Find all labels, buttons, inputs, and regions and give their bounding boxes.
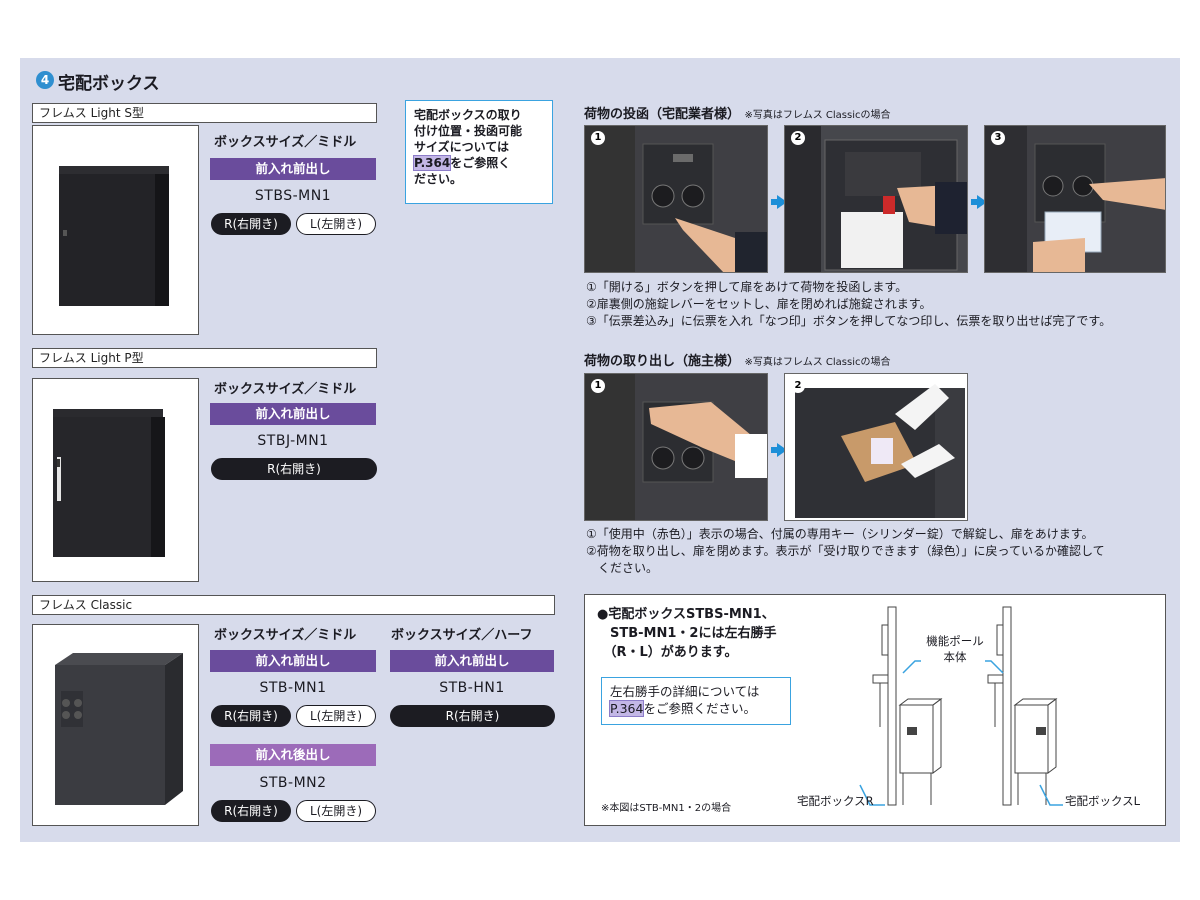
instruction-line: ②扉裏側の施錠レバーをセットし、扉を閉めれば施錠されます。 (586, 297, 932, 311)
reference-note: 宅配ボックスの取り 付け位置・投函可能 サイズについては P.364をご参照く … (405, 100, 553, 204)
open-type-bar: 前入れ前出し (210, 650, 376, 672)
delivery-step-2-photo: 2 (784, 125, 968, 273)
step-illustration (785, 126, 967, 272)
option-right-opening: R(右開き) (211, 458, 377, 480)
box-image-light-s (59, 166, 169, 306)
step-illustration (585, 374, 767, 520)
step-illustration (985, 126, 1165, 272)
open-type-bar: 前入れ前出し (210, 403, 376, 425)
handedness-reference-line: 左右勝手の詳細については (610, 684, 760, 699)
product-header-light-p: フレムス Light P型 (32, 348, 377, 368)
product-photo-light-s (32, 125, 199, 335)
box-image-classic (55, 653, 183, 805)
open-type-bar: 前入れ前出し (210, 158, 376, 180)
instruction-line: ください。 (586, 561, 659, 575)
model-number: STB-MN1 (259, 680, 327, 696)
handedness-diagram-box: ●宅配ボックスSTBS-MN1、 STB-MN1・2には左右勝手 （R・L）があ… (584, 594, 1166, 826)
open-type-bar: 前入れ前出し (390, 650, 554, 672)
reference-note-suffix: をご参照く (450, 156, 511, 170)
product-header-light-s: フレムス Light S型 (32, 103, 377, 123)
handedness-note-line: ●宅配ボックスSTBS-MN1、 (597, 607, 775, 622)
reference-note-line: サイズについては (414, 140, 510, 154)
step-illustration (795, 384, 965, 518)
pickup-step-1-photo: 1 (584, 373, 768, 521)
model-number: STB-MN2 (259, 775, 327, 791)
delivery-title: 荷物の投函（宅配業者様） ※写真はフレムス Classicの場合 (584, 103, 891, 122)
step-number: 2 (791, 379, 805, 393)
step-illustration (585, 126, 767, 272)
box-image-light-p (53, 409, 165, 557)
model-number: STBS-MN1 (254, 188, 332, 204)
size-label: ボックスサイズ／ミドル (214, 135, 357, 150)
option-left-opening: L(左開き) (296, 213, 376, 235)
option-left-opening: L(左開き) (296, 705, 376, 727)
instruction-line: ①「使用中（赤色）」表示の場合、付属の専用キー（シリンダー錠）で解錠し、扉をあけ… (586, 527, 1094, 541)
option-right-opening: R(右開き) (211, 800, 291, 822)
next-step-arrow (771, 443, 787, 457)
reference-note-line: 宅配ボックスの取り (414, 108, 522, 122)
product-photo-light-p (32, 378, 199, 582)
product-photo-classic (32, 624, 199, 826)
product-header-classic: フレムス Classic (32, 595, 555, 615)
pickup-photo-note: ※写真はフレムス Classicの場合 (744, 357, 891, 368)
pickup-title: 荷物の取り出し（施主様） ※写真はフレムス Classicの場合 (584, 350, 891, 369)
next-step-arrow (971, 195, 987, 209)
diagram-footnote: ※本図はSTB-MN1・2の場合 (601, 803, 732, 814)
delivery-step-3-photo: 3 (984, 125, 1166, 273)
catalog-page: 4 宅配ボックス フレムス Light S型 ボックスサイズ／ミドル 前入れ前出… (20, 58, 1180, 842)
delivery-title-text: 荷物の投函（宅配業者様） (584, 107, 741, 122)
section-title: 宅配ボックス (58, 74, 160, 94)
instruction-line: ③「伝票差込み」に伝票を入れ「なつ印」ボタンを押してなつ印し、伝票を取り出せば完… (586, 314, 1112, 328)
step-number: 3 (991, 131, 1005, 145)
handedness-note-line: STB-MN1・2には左右勝手 (597, 626, 777, 641)
reference-note-line: ださい。 (414, 172, 463, 186)
option-right-opening: R(右開き) (211, 705, 291, 727)
next-step-arrow (771, 195, 787, 209)
step-number: 2 (791, 131, 805, 145)
open-type-bar-rear: 前入れ後出し (210, 744, 376, 766)
size-label: ボックスサイズ／ミドル (214, 628, 357, 643)
pole-label-line: 機能ポール (926, 634, 984, 648)
option-right-opening: R(右開き) (211, 213, 291, 235)
handedness-note-line: （R・L）があります。 (597, 645, 738, 660)
section-number-badge: 4 (36, 71, 54, 89)
handedness-reference: 左右勝手の詳細については P.364をご参照ください。 (601, 677, 791, 725)
handedness-note: ●宅配ボックスSTBS-MN1、 STB-MN1・2には左右勝手 （R・L）があ… (597, 605, 776, 662)
pickup-instructions: ①「使用中（赤色）」表示の場合、付属の専用キー（シリンダー錠）で解錠し、扉をあけ… (586, 526, 1105, 577)
pickup-title-text: 荷物の取り出し（施主様） (584, 354, 741, 369)
page-reference-link[interactable]: P.364 (412, 155, 452, 171)
reference-note-line: 付け位置・投函可能 (414, 124, 523, 138)
page-reference-link[interactable]: P.364 (608, 700, 645, 717)
box-r-label: 宅配ボックスR (797, 794, 874, 808)
option-right-opening: R(右開き) (390, 705, 555, 727)
pole-box-line-drawing (859, 606, 1063, 806)
handedness-reference-suffix: をご参照ください。 (643, 701, 756, 716)
delivery-instructions: ①「開ける」ボタンを押して扉をあけて荷物を投函します。 ②扉裏側の施錠レバーをセ… (586, 279, 1111, 330)
model-number: STB-HN1 (439, 680, 505, 696)
step-number: 1 (591, 379, 605, 393)
model-number: STBJ-MN1 (257, 433, 329, 449)
option-left-opening: L(左開き) (296, 800, 376, 822)
pole-label: 機能ポール 本体 (915, 633, 995, 665)
delivery-step-1-photo: 1 (584, 125, 768, 273)
pole-label-line: 本体 (943, 650, 967, 664)
size-label: ボックスサイズ／ミドル (214, 382, 357, 397)
instruction-line: ②荷物を取り出し、扉を閉めます。表示が「受け取りできます（緑色）」に戻っているか… (586, 544, 1105, 558)
delivery-photo-note: ※写真はフレムス Classicの場合 (744, 110, 891, 121)
box-l-label: 宅配ボックスL (1065, 794, 1141, 808)
instruction-line: ①「開ける」ボタンを押して扉をあけて荷物を投函します。 (586, 280, 908, 294)
size-label: ボックスサイズ／ハーフ (391, 628, 533, 643)
pickup-step-2-photo: 2 (784, 373, 968, 521)
step-number: 1 (591, 131, 605, 145)
